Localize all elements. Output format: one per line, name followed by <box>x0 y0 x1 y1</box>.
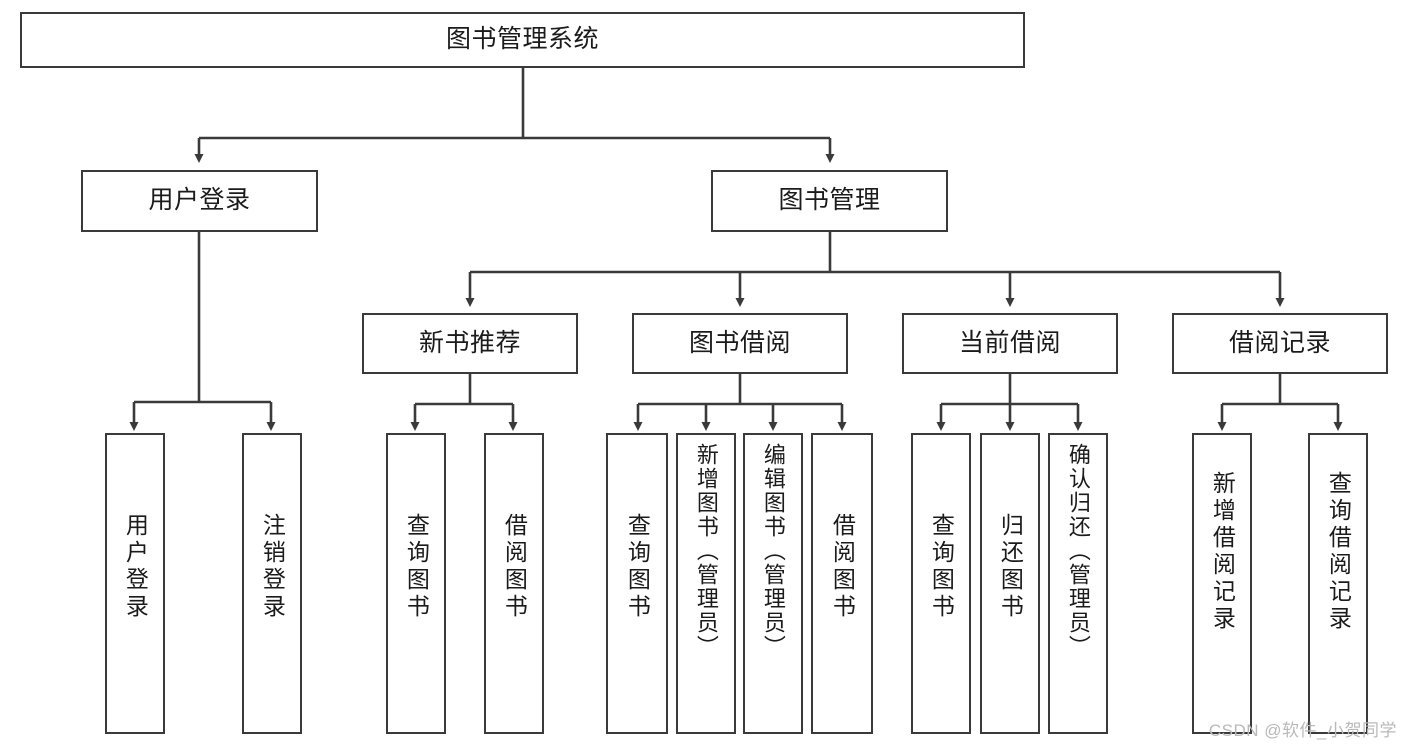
node-leaf-query-book-borrow[interactable]: 查询图书 <box>606 433 668 734</box>
node-label: 查询图书 <box>624 513 651 621</box>
node-label: 编辑图书（管理员） <box>760 443 786 659</box>
node-leaf-return-book[interactable]: 归还图书 <box>980 433 1040 734</box>
node-leaf-borrow-book-borrow[interactable]: 借阅图书 <box>811 433 873 734</box>
node-leaf-edit-book-admin[interactable]: 编辑图书（管理员） <box>743 433 803 734</box>
node-leaf-query-book-newbook[interactable]: 查询图书 <box>386 433 446 734</box>
node-label: 图书借阅 <box>688 328 791 357</box>
node-book-management[interactable]: 图书管理 <box>711 170 948 232</box>
node-borrow-record[interactable]: 借阅记录 <box>1172 313 1388 374</box>
node-label: 新增图书（管理员） <box>693 443 719 659</box>
node-leaf-query-book-current[interactable]: 查询图书 <box>911 433 971 734</box>
node-label: 新书推荐 <box>418 328 521 357</box>
node-root-system[interactable]: 图书管理系统 <box>20 12 1025 68</box>
node-label: 借阅记录 <box>1228 328 1331 357</box>
node-label: 确认归还（管理员） <box>1065 443 1091 659</box>
node-label: 借阅图书 <box>829 513 856 621</box>
node-book-borrow[interactable]: 图书借阅 <box>632 313 848 374</box>
node-leaf-logout[interactable]: 注销登录 <box>242 433 302 734</box>
node-label: 当前借阅 <box>958 328 1061 357</box>
node-label: 图书管理 <box>778 186 881 215</box>
node-label: 用户登录 <box>122 513 149 621</box>
node-label: 查询图书 <box>403 513 430 621</box>
node-leaf-borrow-book-newbook[interactable]: 借阅图书 <box>484 433 544 734</box>
node-label: 查询借阅记录 <box>1325 471 1352 633</box>
node-label: 新增借阅记录 <box>1209 471 1236 633</box>
node-leaf-add-book-admin[interactable]: 新增图书（管理员） <box>676 433 736 734</box>
node-label: 查询图书 <box>928 513 955 621</box>
node-label: 图书管理系统 <box>445 25 599 54</box>
node-label: 注销登录 <box>259 513 286 621</box>
node-label: 用户登录 <box>148 186 251 215</box>
node-user-login[interactable]: 用户登录 <box>81 170 318 232</box>
node-current-borrow[interactable]: 当前借阅 <box>902 313 1118 374</box>
node-leaf-user-login[interactable]: 用户登录 <box>105 433 165 734</box>
node-label: 借阅图书 <box>501 513 528 621</box>
watermark-text: CSDN @软件_小贺同学 <box>1208 721 1397 740</box>
node-leaf-add-borrow-record[interactable]: 新增借阅记录 <box>1192 433 1252 734</box>
node-leaf-confirm-return-admin[interactable]: 确认归还（管理员） <box>1048 433 1108 734</box>
node-new-book-recommend[interactable]: 新书推荐 <box>362 313 578 374</box>
node-label: 归还图书 <box>997 513 1024 621</box>
node-leaf-query-borrow-record[interactable]: 查询借阅记录 <box>1308 433 1368 734</box>
